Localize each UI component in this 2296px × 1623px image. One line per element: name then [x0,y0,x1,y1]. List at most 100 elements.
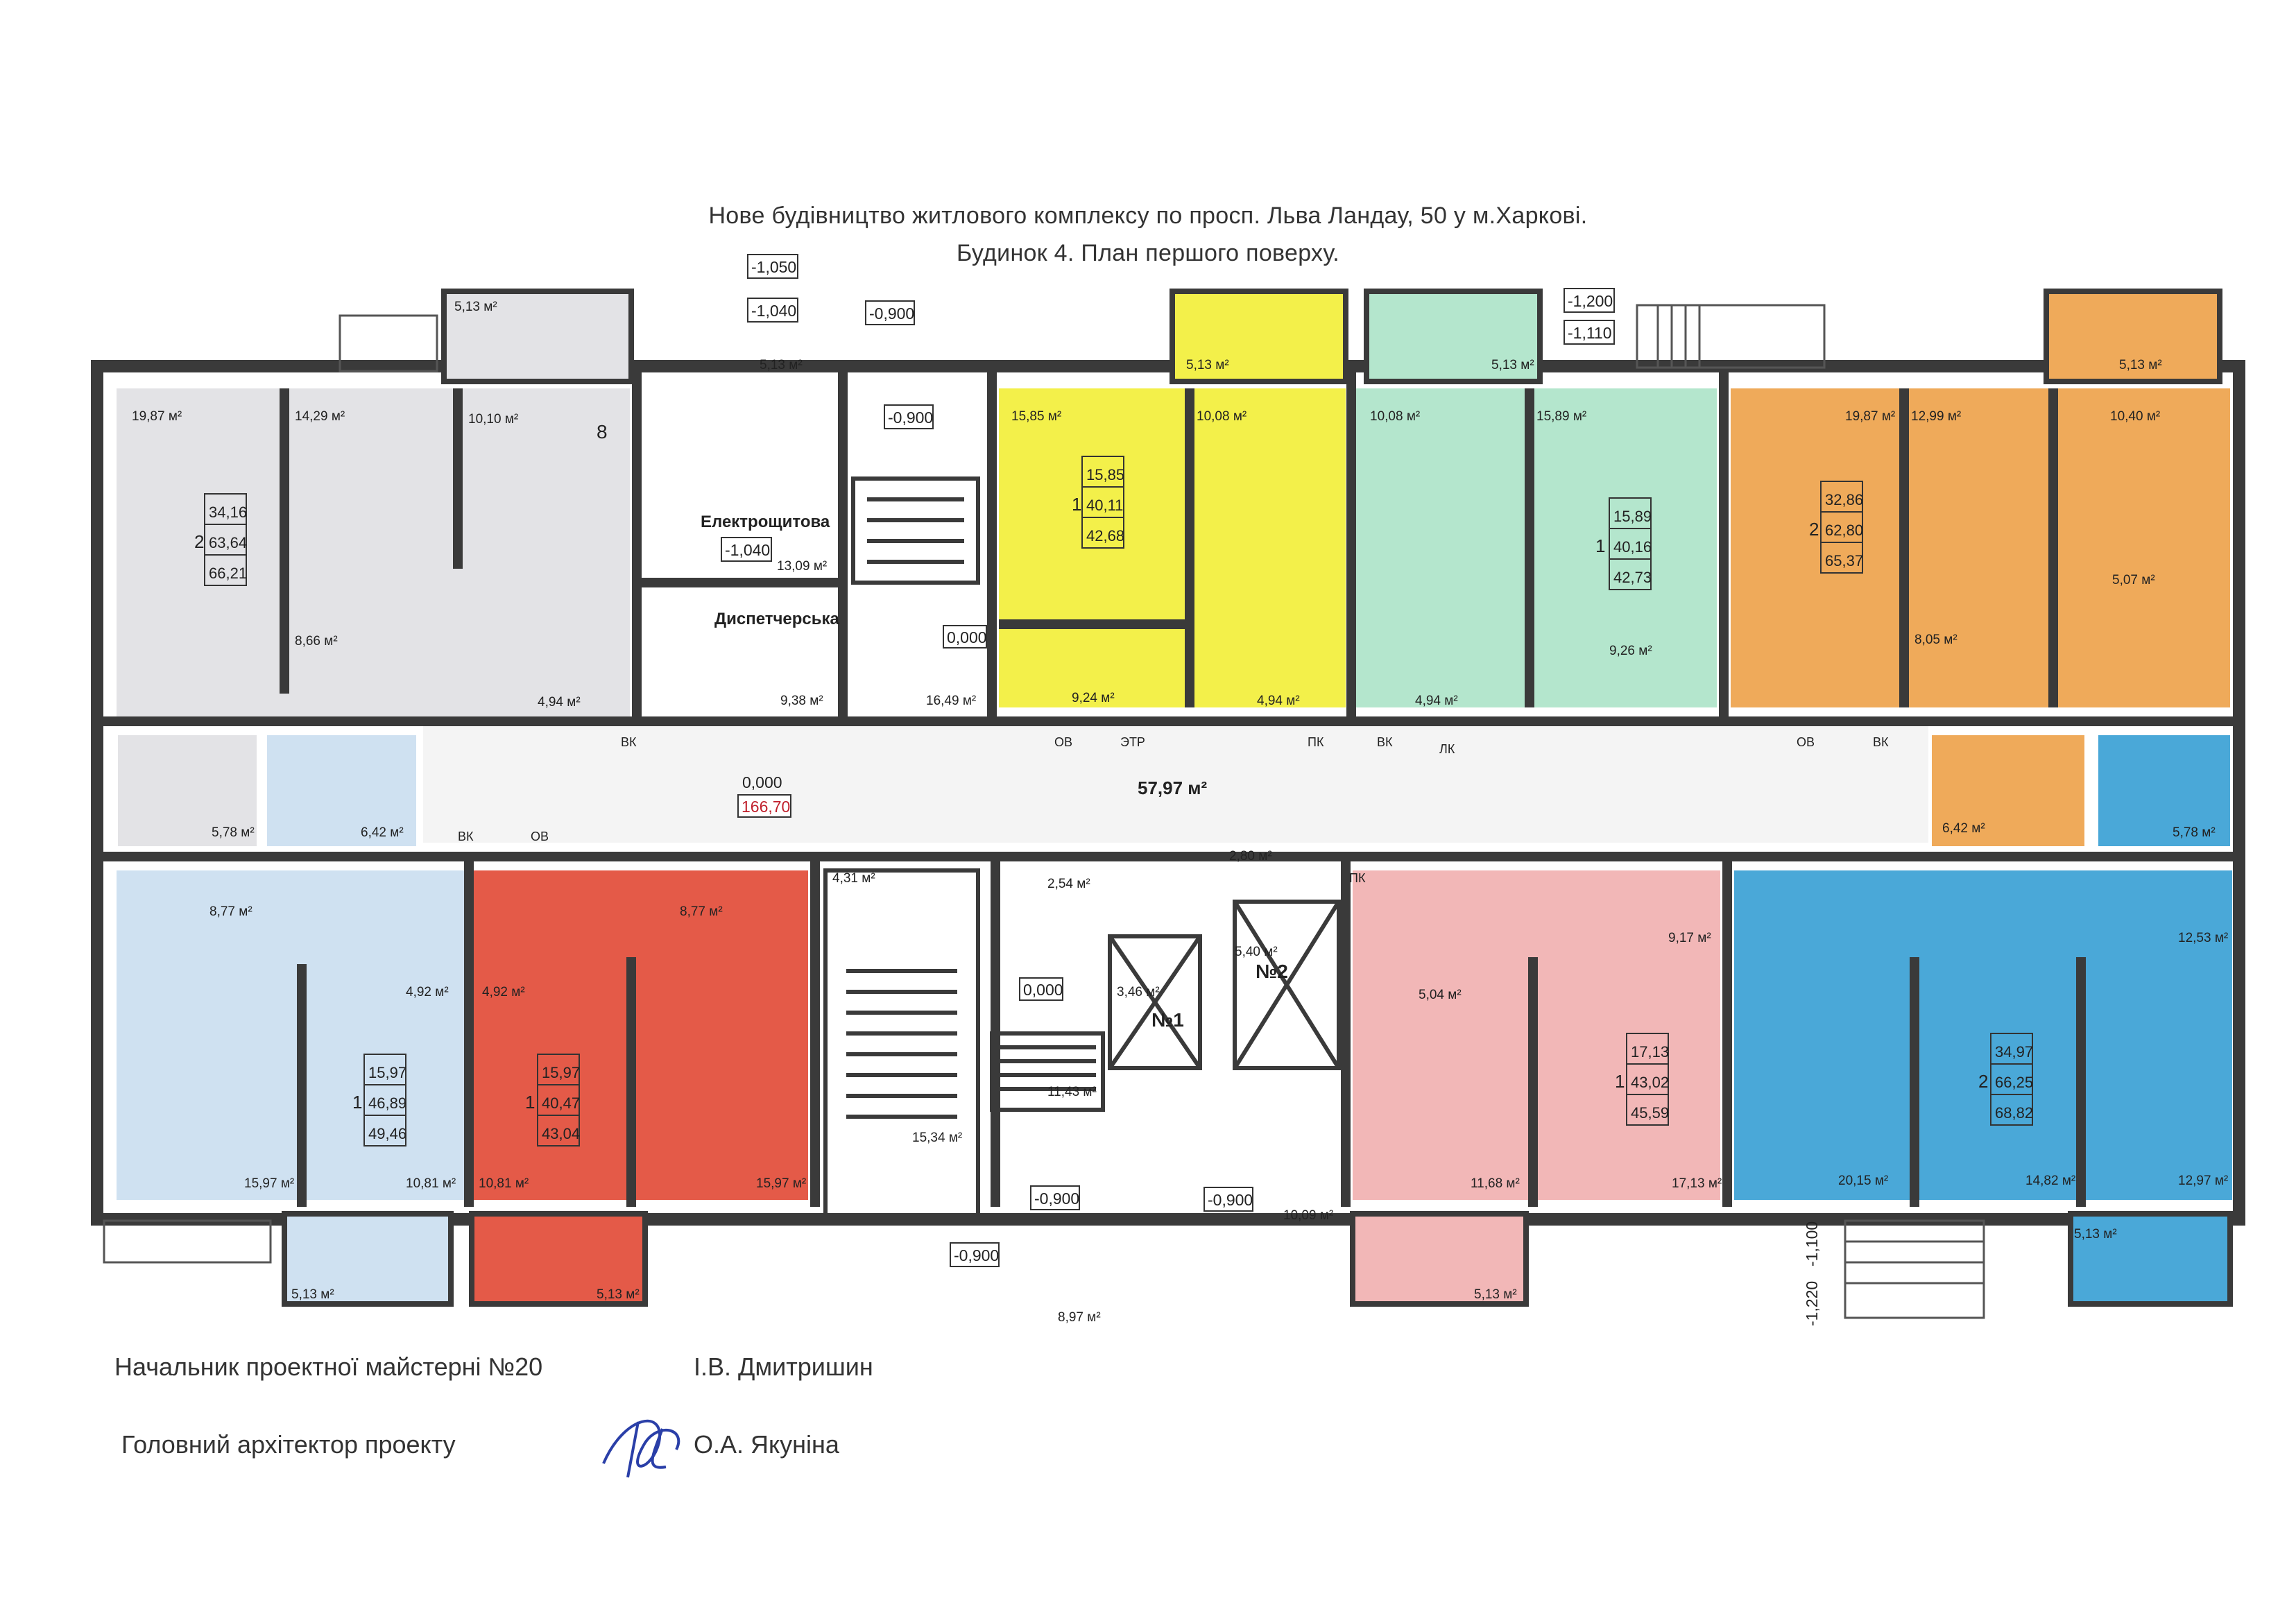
area-label: 5,13 м² [454,300,497,314]
apt-orange-overall: 65,37 [1825,552,1863,569]
area-label: 15,97 м² [244,1176,294,1191]
apt-yellow-overall: 42,68 [1086,527,1124,544]
area-label: 10,10 м² [468,412,518,427]
apt-yellow-rooms: 1 [1072,494,1081,515]
code-label: ОВ [1054,735,1072,749]
apartment-orange-balcony [2044,289,2222,384]
apt-pink-living: 17,13 [1631,1043,1669,1060]
apt-lightblue-total: 46,89 [368,1094,406,1112]
code-label: ПК [1308,735,1324,749]
apartment-info-pink: 1 17,13 43,02 45,59 [1615,1033,1669,1126]
elevator-1-label: №1 [1151,1009,1184,1031]
area-label: 9,17 м² [1668,931,1711,945]
apt-pink-overall: 45,59 [1631,1104,1669,1122]
area-label: 4,94 м² [1257,694,1300,708]
area-label: 12,99 м² [1911,409,1961,424]
area-label: 14,29 м² [295,409,345,424]
footer-role-1: Начальник проектної майстерні №20 [114,1352,543,1381]
area-label: 16,49 м² [926,694,976,708]
apt-pink-rooms: 1 [1615,1071,1625,1092]
area-label: 6,42 м² [361,825,404,840]
apartment-orange-hall [1932,735,2084,846]
storage-lightblue [267,735,416,846]
level-mark: -1,110 [1568,324,1612,342]
area-label: 14,82 м² [2025,1174,2075,1188]
footer-name-1: І.В. Дмитришин [694,1352,873,1381]
elevator-2-label: №2 [1256,961,1288,982]
apartment-info-red: 1 15,97 40,47 43,04 [525,1054,580,1147]
area-label: 9,26 м² [1609,644,1652,658]
code-label: ВК [621,735,637,749]
area-label: 2,80 м² [1229,849,1272,864]
apt-grey-rooms: 2 [194,531,204,552]
code-label: ВК [1377,735,1393,749]
area-label: 19,87 м² [1845,409,1895,424]
document-title: Нове будівництво житлового комплексу по … [708,203,1588,229]
area-label: 2,54 м² [1047,877,1090,891]
code-label: ОВ [1797,735,1815,749]
apt-blue-rooms: 2 [1978,1071,1988,1092]
apt-grey-living: 34,16 [209,504,247,521]
stair-block [823,476,1341,1219]
apartment-info-mint: 1 15,89 40,16 42,73 [1595,497,1652,590]
apt-yellow-total: 40,11 [1086,497,1123,514]
area-label: 19,87 м² [132,409,182,424]
storage-grey-left [118,735,257,846]
level-marks: -1,050 -1,040 -0,900 -0,900 -1,040 0,000… [721,254,1821,1326]
apt-red-living: 15,97 [542,1064,580,1081]
area-label: 15,34 м² [912,1131,962,1145]
area-label: 5,40 м² [1235,945,1278,959]
apt-yellow-living: 15,85 [1086,466,1124,483]
apartment-red-balcony [469,1211,648,1307]
area-label: 15,89 м² [1536,409,1586,424]
signature [602,1419,680,1478]
apartment-info-lightblue: 1 15,97 46,89 49,46 [352,1054,406,1147]
apt-mint-living: 15,89 [1613,508,1652,525]
level-mark: -0,900 [888,409,933,427]
level-mark-red: 166,70 [742,798,790,816]
room-electro-label: Електрощитова [701,513,830,531]
area-label: 15,85 м² [1011,409,1061,424]
level-mark: 0,000 [742,773,782,791]
level-mark: -1,050 [751,258,796,276]
apartment-info-yellow: 1 15,85 40,11 42,68 [1072,456,1124,549]
area-label: 12,53 м² [2178,931,2228,945]
level-mark: -1,200 [1568,292,1613,310]
apartment-blue-balcony [2068,1211,2233,1307]
apartment-red [472,870,808,1200]
code-label: ВК [458,830,474,843]
apt-lightblue-overall: 49,46 [368,1125,406,1142]
apartment-lightblue [117,870,467,1200]
area-label: 5,13 м² [2074,1227,2117,1242]
corridor [423,721,1928,843]
area-label: 5,13 м² [597,1287,640,1302]
level-mark: -1,100 [1803,1221,1821,1266]
area-label: 5,13 м² [1186,358,1229,372]
area-label: 10,81 м² [406,1176,456,1191]
document-subtitle: Будинок 4. План першого поверху. [957,240,1339,266]
area-label: 4,94 м² [538,695,581,710]
area-label: 4,92 м² [482,985,525,999]
code-label: ЭТР [1120,735,1145,749]
level-mark: -1,220 [1803,1281,1821,1326]
area-label: 5,13 м² [291,1287,334,1302]
area-label: 5,07 м² [2112,573,2155,587]
area-label: 8,05 м² [1914,633,1957,647]
area-label: 10,09 м² [1283,1208,1333,1223]
area-label: 8,77 м² [680,904,723,919]
apartment-yellow-balcony [1170,289,1348,384]
code-label: ЛК [1439,742,1455,756]
level-mark: -0,900 [954,1246,999,1264]
room-dispatch-label: Диспетчерська [714,610,840,628]
apartment-mint [1356,388,1717,707]
room-number-8: 8 [597,421,608,443]
area-label: 5,13 м² [1491,358,1534,372]
area-label: 8,66 м² [295,634,338,649]
area-label: 6,42 м² [1942,821,1985,836]
apt-blue-total: 66,25 [1995,1074,2033,1091]
apartment-blue [1734,870,2232,1200]
area-label: 9,38 м² [780,694,823,708]
apt-lightblue-living: 15,97 [368,1064,406,1081]
